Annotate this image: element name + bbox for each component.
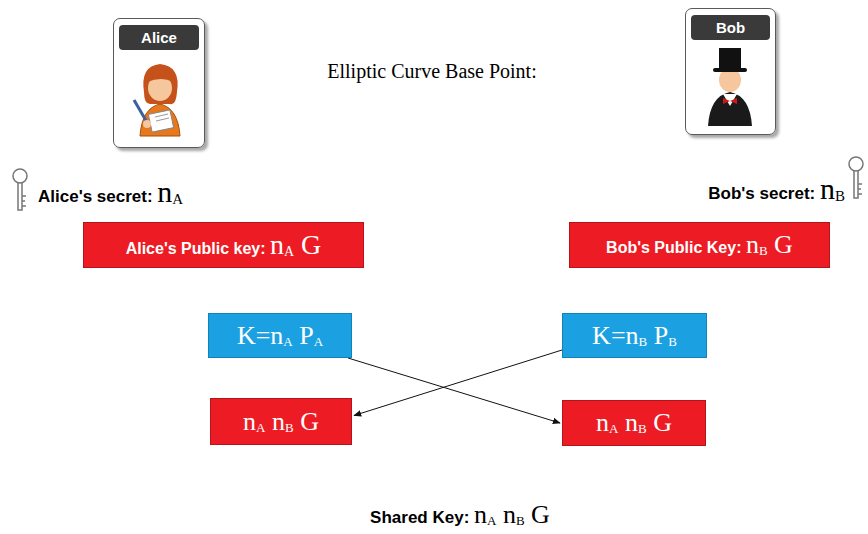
secret-label: Alice's secret: nA	[38, 175, 183, 209]
key-box: nA nB G	[562, 400, 706, 446]
key-box: Alice's Public key: nA G	[83, 222, 364, 268]
key-box: nA nB G	[210, 398, 352, 445]
key-text: Alice's Public key: nA G	[126, 229, 322, 261]
key-icon	[13, 169, 27, 210]
person-card: Alice	[113, 18, 205, 148]
key-text: nA nB G	[596, 408, 672, 438]
secret-label: Bob's secret: nB	[708, 172, 845, 206]
bob-figure	[708, 48, 752, 126]
key-text: nA nB G	[243, 407, 319, 437]
key-text: K=nA PA	[237, 321, 323, 351]
key-text: Bob's Public Key: nB G	[606, 230, 793, 260]
key-box: Bob's Public Key: nB G	[569, 222, 830, 268]
shared-key-label: Shared Key: nA nB G	[370, 500, 550, 530]
key-text: K=nB PB	[592, 321, 677, 351]
base-point-label: Elliptic Curve Base Point:	[327, 60, 536, 83]
key-icon	[849, 157, 863, 198]
computation-box: K=nA PA	[208, 313, 352, 358]
alice-figure	[134, 64, 180, 136]
computation-box: K=nB PB	[562, 313, 707, 358]
person-card: Bob	[685, 8, 776, 135]
exchange-arrow	[348, 358, 560, 423]
exchange-arrow	[354, 350, 562, 416]
name-tag: Alice	[119, 25, 199, 50]
name-tag: Bob	[691, 15, 770, 40]
